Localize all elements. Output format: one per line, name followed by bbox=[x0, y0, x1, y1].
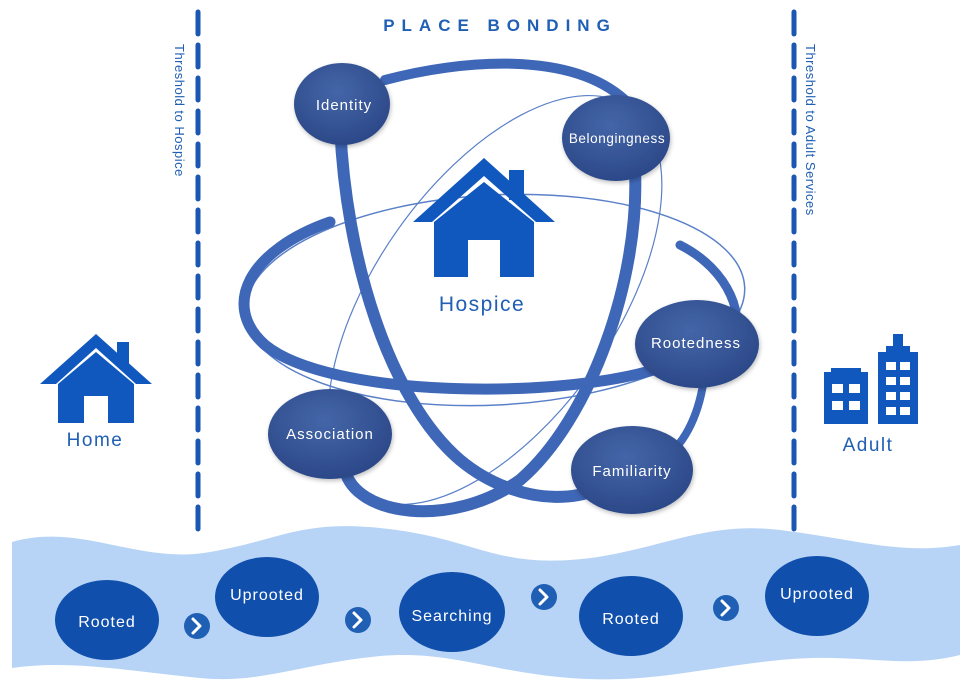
journey-node-1: Rooted bbox=[55, 580, 159, 660]
bond-label-association: Association bbox=[286, 426, 374, 443]
bond-node-identity bbox=[294, 63, 390, 145]
bond-node-association bbox=[268, 389, 392, 479]
diagram-title: PLACE BONDING bbox=[383, 16, 617, 35]
home-label: Home bbox=[67, 430, 124, 451]
bond-label-identity: Identity bbox=[316, 97, 372, 114]
chevron-right-icon bbox=[345, 607, 371, 633]
hospice-label: Hospice bbox=[439, 293, 525, 316]
hospice-icon bbox=[413, 158, 555, 277]
journey-node-5: Uprooted bbox=[765, 556, 869, 636]
orbit-rings bbox=[238, 58, 746, 518]
bond-label-belongingness: Belongingness bbox=[569, 131, 665, 146]
bond-node-familiarity bbox=[571, 426, 693, 514]
bond-node-belongingness bbox=[562, 95, 670, 181]
chevron-right-icon bbox=[184, 613, 210, 639]
adult-buildings-icon bbox=[824, 334, 918, 424]
bond-label-rootedness: Rootedness bbox=[651, 335, 741, 352]
journey-label-2: Uprooted bbox=[230, 587, 304, 604]
journey-label-3: Searching bbox=[411, 608, 492, 625]
journey-label-5: Uprooted bbox=[780, 586, 854, 603]
journey-label-1: Rooted bbox=[78, 614, 136, 631]
threshold-adult-label: Threshold to Adult Services bbox=[803, 44, 818, 216]
home-icon bbox=[40, 334, 152, 423]
threshold-hospice-label: Threshold to Hospice bbox=[172, 44, 187, 177]
bond-node-rootedness bbox=[635, 300, 759, 388]
chevron-right-icon bbox=[713, 595, 739, 621]
journey-node-3: Searching bbox=[399, 572, 505, 652]
journey-label-4: Rooted bbox=[602, 611, 660, 628]
chevron-right-icon bbox=[531, 584, 557, 610]
journey-node-2: Uprooted bbox=[215, 557, 319, 637]
journey-node-4: Rooted bbox=[579, 576, 683, 656]
adult-label: Adult bbox=[843, 435, 894, 456]
bond-label-familiarity: Familiarity bbox=[592, 463, 671, 480]
